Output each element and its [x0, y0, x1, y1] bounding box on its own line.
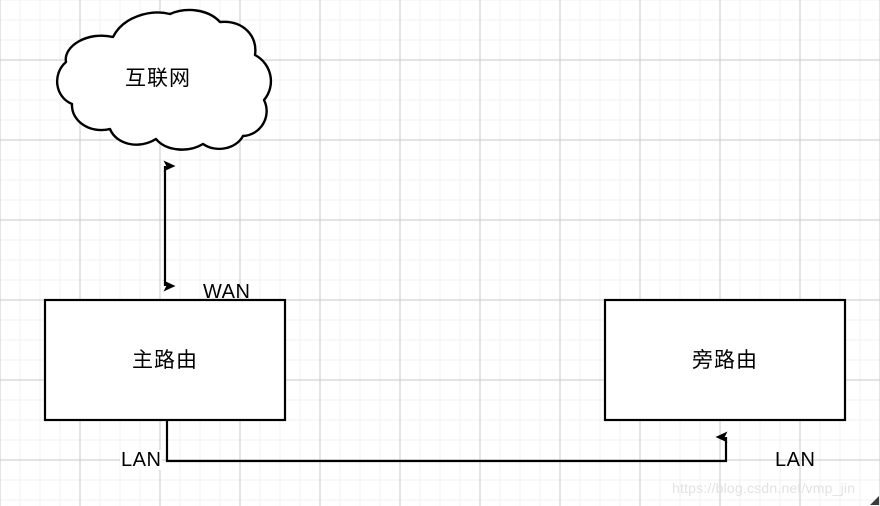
lan-port-label-main-router: LAN	[120, 449, 163, 471]
main-router-shape[interactable]	[43, 298, 287, 422]
resize-handle-icon[interactable]	[870, 496, 879, 505]
watermark: https://blog.csdn.net/vmp_jin	[672, 480, 856, 496]
internet-cloud-label: 互联网	[125, 67, 191, 90]
main-router-label: 主路由	[132, 349, 198, 372]
internet-cloud-shape[interactable]	[56, 8, 273, 151]
lan-port-label-bypass-router: LAN	[775, 449, 816, 471]
bypass-router-label: 旁路由	[692, 349, 758, 372]
wan-port-label: WAN	[203, 281, 251, 303]
bypass-router-shape[interactable]	[603, 298, 847, 422]
edge-main-router-to-bypass-router[interactable]	[165, 420, 728, 463]
